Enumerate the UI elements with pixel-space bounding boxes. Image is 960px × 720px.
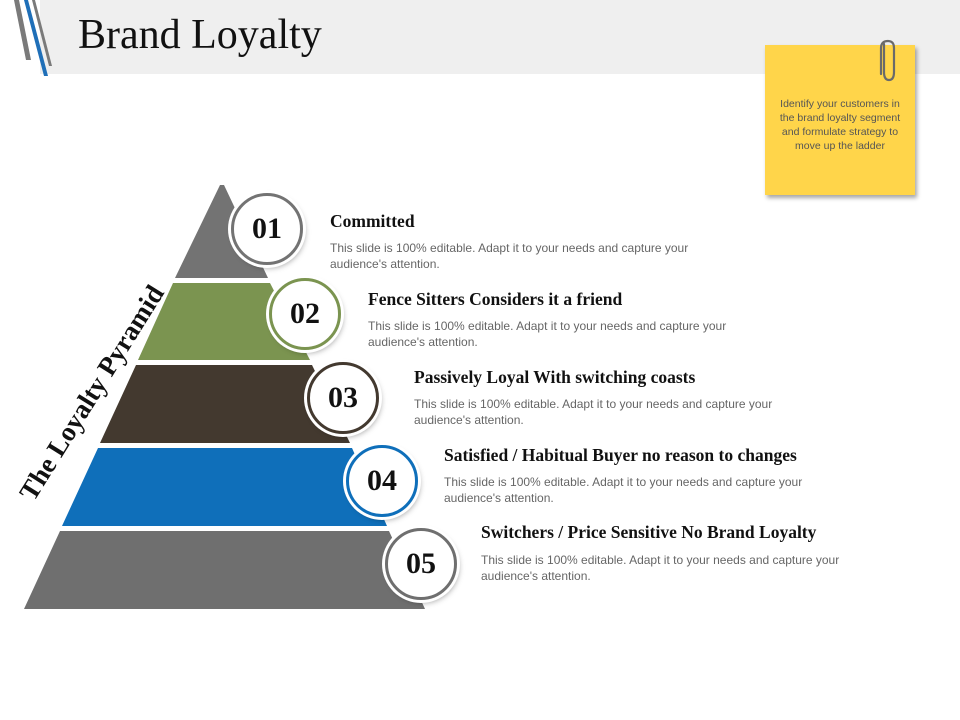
pyramid-tier-5: [24, 531, 425, 609]
level-description: This slide is 100% editable. Adapt it to…: [368, 319, 727, 349]
pyramid-tier-2: [138, 283, 310, 360]
level-description: This slide is 100% editable. Adapt it to…: [330, 241, 689, 271]
sticky-note: Identify your customers in the brand loy…: [765, 45, 915, 195]
page-title: Brand Loyalty: [78, 12, 322, 58]
level-title: Fence Sitters Considers it a friend: [368, 289, 623, 309]
level-number-badge: 02: [269, 278, 341, 350]
level-number-badge: 05: [385, 528, 457, 600]
level-number-badge: 03: [307, 362, 379, 434]
level-number-badge: 01: [231, 193, 303, 265]
level-description: This slide is 100% editable. Adapt it to…: [444, 475, 803, 505]
level-description: This slide is 100% editable. Adapt it to…: [481, 553, 840, 583]
pyramid-tier-4: [62, 448, 387, 526]
level-title: Satisfied / Habitual Buyer no reason to …: [444, 445, 797, 465]
level-title: Committed: [330, 211, 415, 231]
sticky-note-text: Identify your customers in the brand loy…: [779, 98, 901, 152]
level-title: Switchers / Price Sensitive No Brand Loy…: [481, 522, 817, 542]
level-description: This slide is 100% editable. Adapt it to…: [414, 397, 773, 427]
level-number-badge: 04: [346, 445, 418, 517]
slash-stripes-logo: [14, 0, 52, 76]
level-title: Passively Loyal With switching coasts: [414, 367, 696, 387]
pyramid-tier-3: [100, 365, 350, 443]
paperclip-icon: [879, 39, 896, 82]
